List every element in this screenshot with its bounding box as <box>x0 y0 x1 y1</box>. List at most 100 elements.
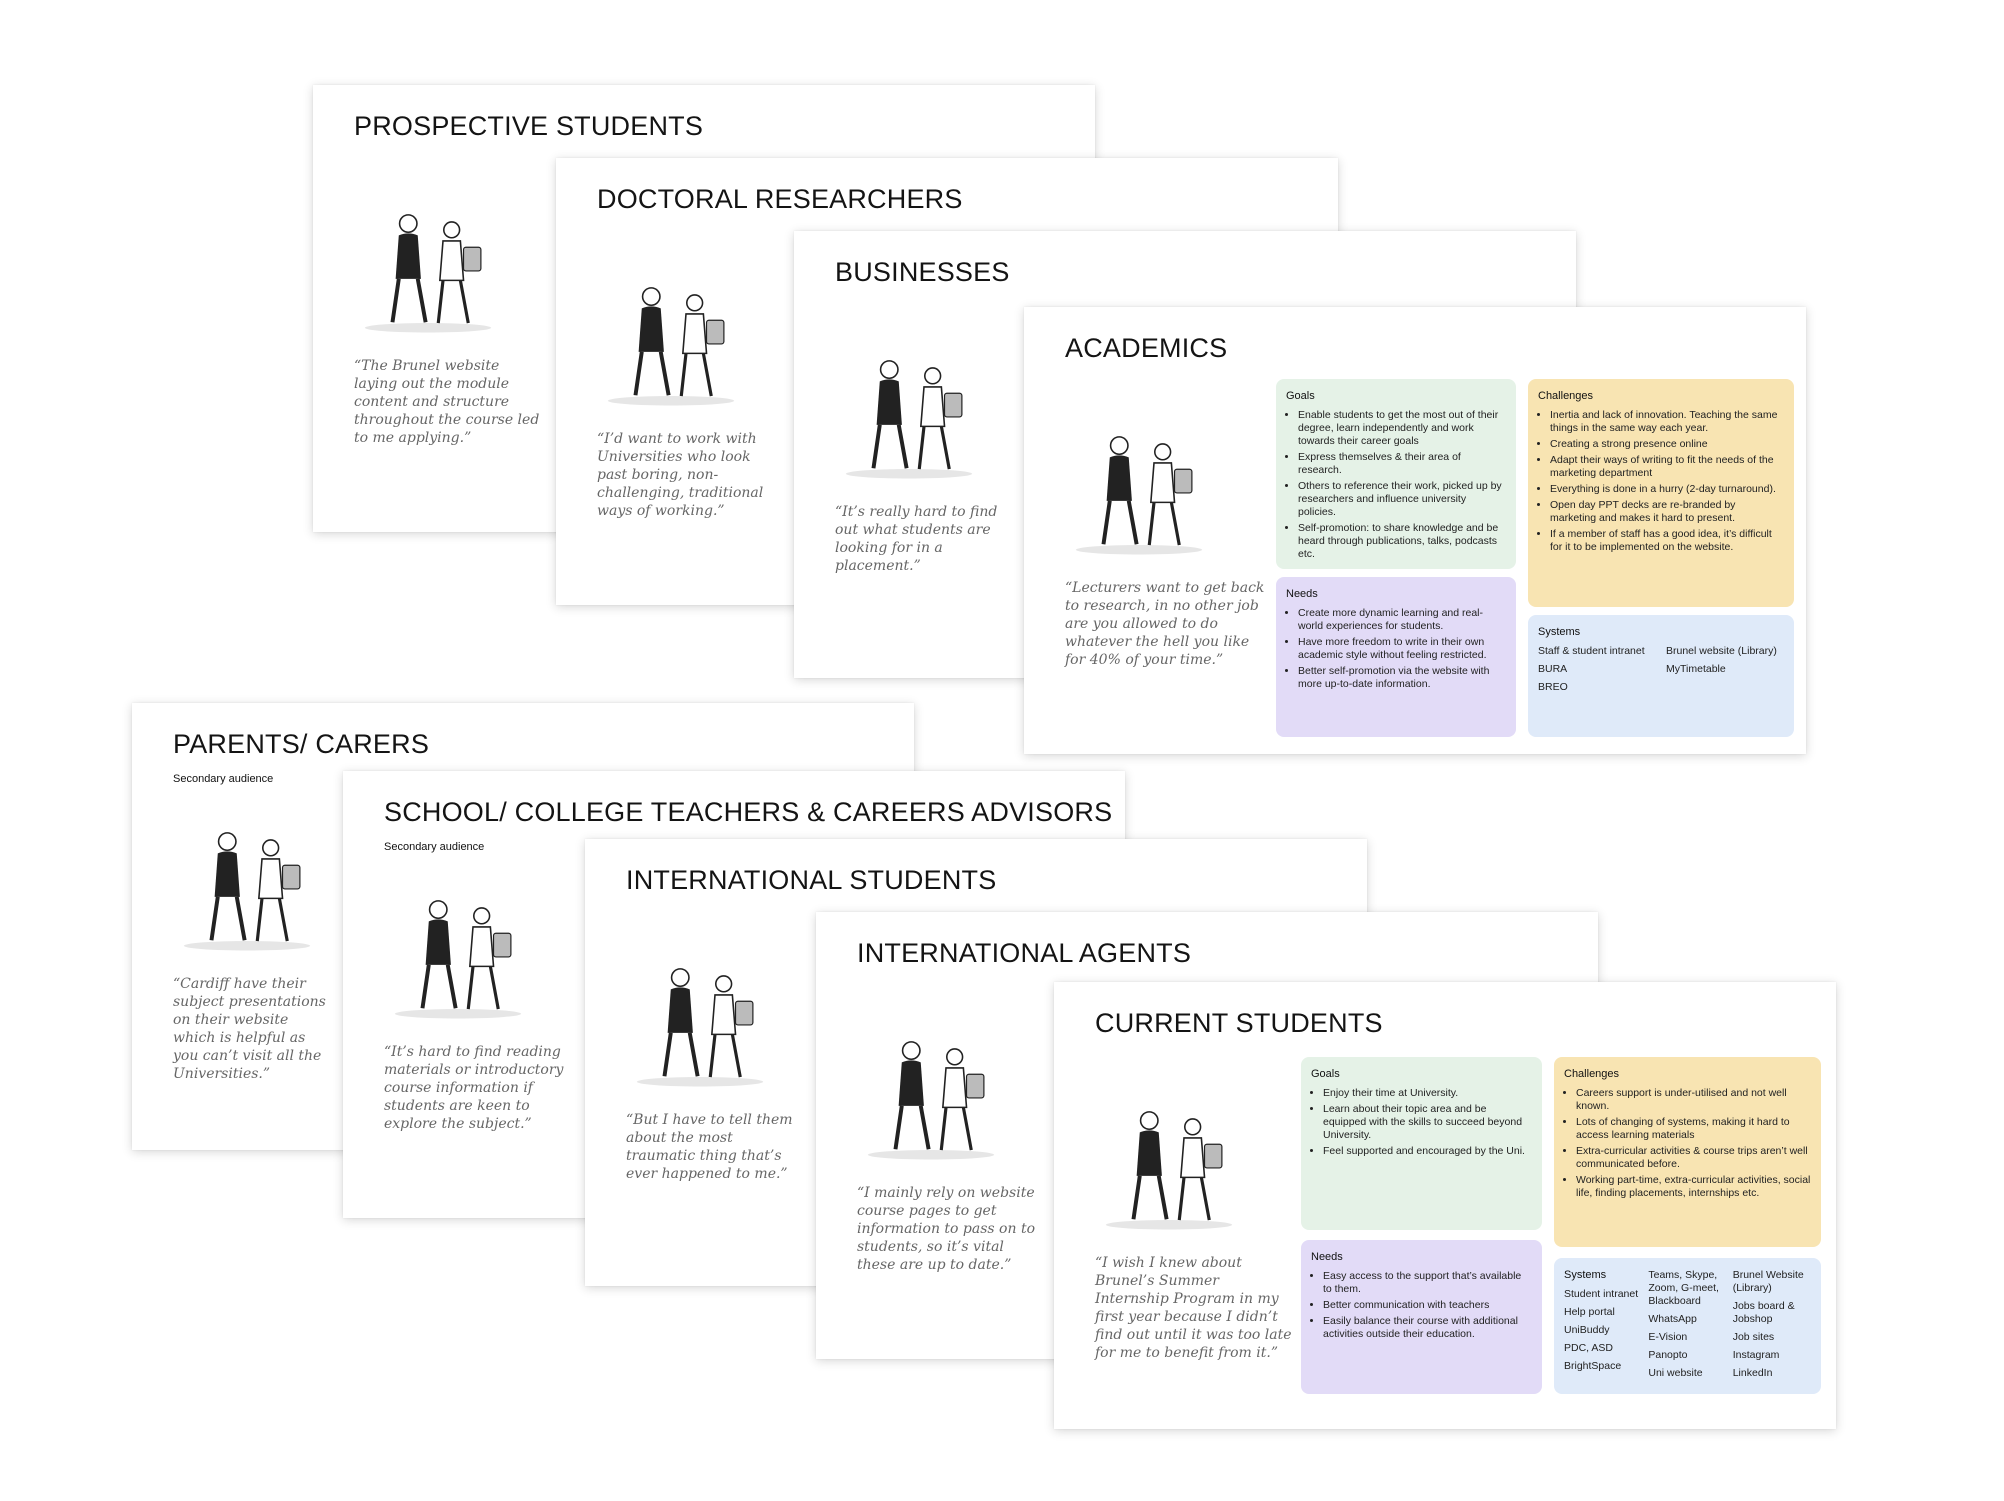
system-item: Brunel website (Library) <box>1666 645 1777 657</box>
secondary-audience-label: Secondary audience <box>384 841 485 853</box>
needs-list: Easy access to the support that’s availa… <box>1311 1270 1532 1341</box>
persona-quote: “It’s hard to find reading materials or … <box>384 1044 564 1132</box>
challenges-panel: ChallengesCareers support is under-utili… <box>1554 1057 1821 1247</box>
persona-quote: “It’s really hard to find out what stude… <box>835 504 998 574</box>
goals-panel: GoalsEnable students to get the most out… <box>1276 379 1516 569</box>
list-item: Adapt their ways of writing to fit the n… <box>1550 454 1784 480</box>
needs-list: Create more dynamic learning and real-wo… <box>1286 607 1506 691</box>
system-item: PDC, ASD <box>1564 1342 1614 1354</box>
list-item: Inertia and lack of innovation. Teaching… <box>1550 409 1784 435</box>
system-item: Uni website <box>1648 1367 1703 1379</box>
system-item: Instagram <box>1732 1349 1780 1361</box>
system-item: WhatsApp <box>1648 1313 1697 1325</box>
system-item: Staff & student intranet <box>1538 645 1645 657</box>
list-item: Easily balance their course with additio… <box>1323 1315 1532 1341</box>
challenges-heading: Challenges <box>1564 1068 1620 1080</box>
system-item: Panopto <box>1648 1349 1688 1361</box>
system-item: BREO <box>1538 681 1568 693</box>
system-item: MyTimetable <box>1666 663 1726 675</box>
list-item: Better communication with teachers <box>1323 1299 1532 1312</box>
secondary-audience-label: Secondary audience <box>173 773 274 785</box>
goals-list: Enjoy their time at University. Learn abo… <box>1311 1087 1532 1158</box>
systems-column: Brunel Website (Library) Jobs board & Job… <box>1733 1269 1811 1385</box>
needs-panel: NeedsCreate more dynamic learning and re… <box>1276 577 1516 737</box>
agent-phone-icon <box>856 1012 1006 1172</box>
list-item: Easy access to the support that’s availa… <box>1323 1270 1532 1296</box>
system-item: Help portal <box>1564 1306 1615 1318</box>
teacher-children-icon <box>383 871 533 1031</box>
list-item: Others to reference their work, picked u… <box>1298 480 1506 519</box>
persona-title: PROSPECTIVE STUDENTS <box>354 111 704 141</box>
persona-quote: “The Brunel website laying out the modul… <box>354 358 540 446</box>
walking-people-icon <box>353 185 503 345</box>
system-item: UniBuddy <box>1564 1324 1610 1336</box>
systems-column: Brunel website (Library) MyTimetable <box>1666 645 1784 699</box>
list-item: Express themselves & their area of resea… <box>1298 451 1506 477</box>
challenges-heading: Challenges <box>1538 390 1594 402</box>
persona-quote: “I wish I knew about Brunel’s Summer Int… <box>1095 1255 1292 1361</box>
list-item: Everything is done in a hurry (2-day tur… <box>1550 483 1784 496</box>
system-item: Student intranet <box>1564 1288 1639 1300</box>
persona-quote: “Cardiff have their subject presentation… <box>173 976 326 1082</box>
system-item: Job sites <box>1732 1331 1775 1343</box>
persona-title: PARENTS/ CARERS <box>173 729 430 759</box>
persona-quote: “Lecturers want to get back to research,… <box>1065 580 1265 668</box>
system-item: LinkedIn <box>1732 1367 1773 1379</box>
list-item: Create more dynamic learning and real-wo… <box>1298 607 1506 633</box>
goals-heading: Goals <box>1311 1068 1340 1080</box>
goals-list: Enable students to get the most out of t… <box>1286 409 1506 561</box>
challenges-list: Inertia and lack of innovation. Teaching… <box>1538 409 1784 554</box>
system-item: Jobs board & Jobshop <box>1732 1300 1795 1325</box>
students-laptop-icon <box>1094 1082 1244 1242</box>
persona-title: ACADEMICS <box>1065 333 1228 363</box>
list-item: Working part-time, extra-curricular acti… <box>1576 1174 1811 1200</box>
system-item: Brunel Website (Library) <box>1732 1269 1804 1294</box>
system-item: BURA <box>1538 663 1568 675</box>
needs-heading: Needs <box>1311 1251 1343 1263</box>
goals-panel: GoalsEnjoy their time at University. Lear… <box>1301 1057 1542 1230</box>
systems-heading: Systems <box>1564 1269 1607 1281</box>
persona-title: INTERNATIONAL STUDENTS <box>626 865 997 895</box>
parent-pram-icon <box>172 803 322 963</box>
persona-title: BUSINESSES <box>835 257 1010 287</box>
researcher-flask-icon <box>596 258 746 418</box>
challenges-list: Careers support is under-utilised and no… <box>1564 1087 1811 1200</box>
list-item: Self-promotion: to share knowledge and b… <box>1298 522 1506 561</box>
challenges-panel: ChallengesInertia and lack of innovation… <box>1528 379 1794 607</box>
traveller-suitcase-icon <box>625 939 775 1099</box>
list-item: If a member of staff has a good idea, it… <box>1550 528 1784 554</box>
persona-card-current: CURRENT STUDENTS “I wish I knew about Br… <box>1054 982 1836 1429</box>
business-people-icon <box>834 331 984 491</box>
academic-pencil-icon <box>1064 407 1214 567</box>
list-item: Feel supported and encouraged by the Uni… <box>1323 1145 1532 1158</box>
list-item: Careers support is under-utilised and no… <box>1576 1087 1811 1113</box>
systems-heading: Systems <box>1538 626 1581 638</box>
list-item: Enable students to get the most out of t… <box>1298 409 1506 448</box>
list-item: Enjoy their time at University. <box>1323 1087 1532 1100</box>
needs-panel: NeedsEasy access to the support that’s a… <box>1301 1240 1542 1394</box>
list-item: Have more freedom to write in their own … <box>1298 636 1506 662</box>
list-item: Better self-promotion via the website wi… <box>1298 665 1506 691</box>
persona-card-academics: ACADEMICS “Lecturers want to get back to… <box>1024 307 1806 754</box>
persona-title: CURRENT STUDENTS <box>1095 1008 1383 1038</box>
persona-quote: “But I have to tell them about the most … <box>626 1112 793 1182</box>
persona-quote: “I’d want to work with Universities who … <box>597 431 764 519</box>
persona-title: INTERNATIONAL AGENTS <box>857 938 1192 968</box>
list-item: Lots of changing of systems, making it h… <box>1576 1116 1811 1142</box>
persona-quote: “I mainly rely on website course pages t… <box>857 1185 1036 1273</box>
goals-heading: Goals <box>1286 390 1315 402</box>
system-item: E-Vision <box>1648 1331 1688 1343</box>
system-item: BrightSpace <box>1564 1360 1622 1372</box>
system-item: Teams, Skype, Zoom, G-meet, Blackboard <box>1648 1269 1719 1307</box>
list-item: Learn about their topic area and be equi… <box>1323 1103 1532 1142</box>
list-item: Creating a strong presence online <box>1550 438 1784 451</box>
persona-title: SCHOOL/ COLLEGE TEACHERS & CAREERS ADVIS… <box>384 797 1113 827</box>
list-item: Extra-curricular activities & course tri… <box>1576 1145 1811 1171</box>
